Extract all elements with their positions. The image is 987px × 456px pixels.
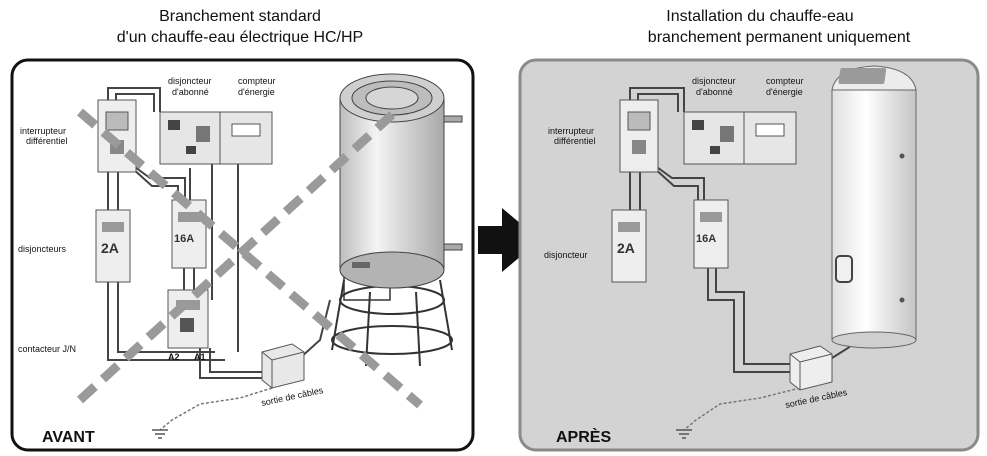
right-ground-cable	[683, 387, 801, 431]
left-ground-icon	[152, 429, 168, 439]
transition-arrow	[478, 208, 540, 272]
left-breaker-2a-label: 2A	[101, 240, 119, 256]
right-breaker-16a-label: 16A	[696, 233, 716, 245]
left-label-disjoncteur-abonne-1: disjoncteur	[168, 76, 212, 86]
left-corner-label: AVANT	[42, 429, 95, 446]
left-label-interrupteur-2: différentiel	[26, 136, 67, 146]
right-panel: interrupteur différentiel disjoncteur d'…	[518, 58, 980, 452]
left-label-compteur-2: d'énergie	[238, 87, 275, 97]
right-title-line2: branchement permanent uniquement	[647, 29, 911, 46]
right-label-interrupteur-2: différentiel	[554, 136, 595, 146]
left-title-line1: Branchement standard	[159, 8, 321, 25]
left-label-contacteur: contacteur J/N	[18, 344, 76, 354]
right-corner-label: APRÈS	[556, 427, 611, 446]
right-label-interrupteur-1: interrupteur	[548, 126, 594, 136]
left-title: Branchement standard d'un chauffe-eau él…	[20, 6, 460, 48]
right-title: Installation du chauffe-eau branchement …	[560, 6, 960, 48]
left-cable-box	[261, 343, 305, 389]
left-label-disjoncteur-abonne-2: d'abonné	[172, 87, 209, 97]
left-terminal-a2: A2	[168, 352, 180, 362]
left-main-breaker	[159, 111, 221, 165]
right-heat-pump-water-heater	[831, 65, 917, 349]
left-water-heater	[331, 73, 463, 367]
left-breaker-16a-label: 16A	[174, 233, 194, 245]
left-label-interrupteur-1: interrupteur	[20, 126, 66, 136]
left-energy-meter	[219, 111, 273, 165]
right-title-line1: Installation du chauffe-eau	[666, 8, 854, 25]
right-breaker-16a	[693, 199, 729, 269]
right-ground-icon	[676, 429, 692, 439]
right-label-compteur-1: compteur	[766, 76, 804, 86]
right-energy-meter	[743, 111, 797, 165]
right-label-compteur-2: d'énergie	[766, 87, 803, 97]
right-cable-box	[789, 345, 833, 391]
right-label-disjoncteur-abonne-1: disjoncteur	[692, 76, 736, 86]
left-terminal-a1: A1	[194, 352, 206, 362]
left-panel: interrupteur différentiel disjoncteur d'…	[10, 58, 475, 452]
left-breaker-2a	[95, 209, 131, 283]
right-label-disjoncteur-abonne-2: d'abonné	[696, 87, 733, 97]
left-label-compteur-1: compteur	[238, 76, 276, 86]
left-title-line2: d'un chauffe-eau électrique HC/HP	[116, 29, 364, 46]
right-breaker-2a	[611, 209, 647, 283]
left-wiring	[107, 87, 331, 379]
left-label-disjoncteurs: disjoncteurs	[18, 244, 67, 254]
right-breaker-2a-label: 2A	[617, 240, 635, 256]
right-differential-switch	[619, 99, 659, 173]
right-label-disjoncteur: disjoncteur	[544, 250, 588, 260]
left-ground-cable	[159, 387, 273, 431]
right-main-breaker	[683, 111, 745, 165]
left-cross-out	[76, 108, 423, 409]
